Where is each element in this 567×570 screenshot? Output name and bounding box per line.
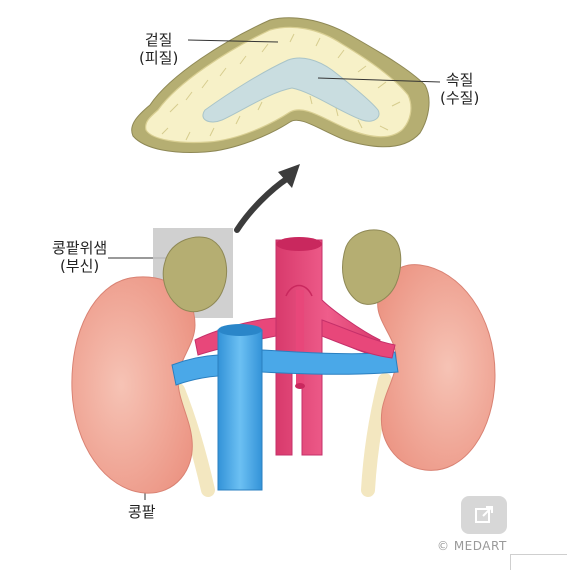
medulla-label: 속질 (수질) [440,71,479,107]
right-ureter [361,373,392,497]
medulla-label-line1: 속질 [445,71,474,89]
medulla-label-line2: (수질) [440,89,480,107]
share-external-icon [475,506,493,523]
adrenal-label: 콩팥위샘 (부신) [52,239,107,275]
share-button[interactable] [461,496,507,534]
zoom-arrow [234,164,300,233]
renal-artery-right [321,319,396,359]
copyright-credit: © MEDART [437,539,507,553]
left-kidney [71,276,196,494]
aorta-top-opening [276,237,322,251]
left-adrenal-gland [162,236,228,313]
vena-cava-top-opening [218,324,262,336]
corner-frame [510,554,567,570]
cortex-label-line2: (피질) [139,49,179,67]
adrenal-label-line2: (부신) [59,257,100,275]
cortex-leader-line [187,39,279,43]
right-adrenal-gland [342,229,402,305]
aorta-celiac-mark [285,284,313,297]
adrenal-label-line1: 콩팥위샘 [52,239,108,257]
renal-vein-right [261,349,399,375]
cortex-striations [161,33,401,141]
adrenal-cross-section [131,17,430,153]
cortex-label: 겉질 (피질) [139,31,178,67]
kidney-label-text: 콩팥 [128,503,156,521]
renal-vein-left [171,354,219,386]
adrenal-medulla [202,57,380,123]
vena-cava [171,324,399,491]
cortex-label-line1: 겉질 [144,31,173,49]
medulla-leader-line [317,77,441,83]
kidney-label: 콩팥 [128,503,156,521]
